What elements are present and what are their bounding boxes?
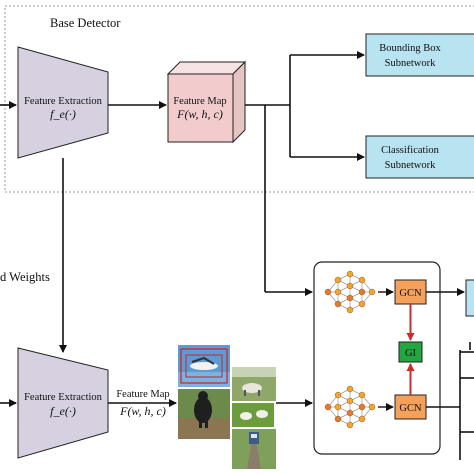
feature-extraction-top — [17, 46, 109, 159]
graph-network-top — [324, 270, 376, 314]
graph-node — [368, 403, 376, 411]
graph-node — [324, 403, 332, 411]
bbox-subnetwork-box — [365, 33, 474, 77]
graph-node — [346, 294, 354, 302]
bird-image — [178, 345, 230, 387]
shared-weights-label: d Weights — [0, 270, 50, 284]
feature-map-top-formula: F(w, h, c) — [176, 107, 223, 121]
classification-subnetwork-line2: Subnetwork — [385, 160, 436, 171]
graph-node — [334, 300, 342, 308]
sheep-image — [232, 403, 274, 427]
graph-node — [334, 415, 342, 423]
bbox-subnetwork-line2: Subnetwork — [385, 58, 436, 69]
feature-extraction-top-label: Feature Extraction — [24, 96, 103, 107]
graph-node — [358, 403, 366, 411]
feature-extraction-bottom-formula: f_e(·) — [50, 404, 76, 418]
graph-node — [358, 415, 366, 423]
graph-node — [334, 403, 342, 411]
feature-extraction-bottom-label: Feature Extraction — [24, 392, 103, 403]
graph-node — [334, 288, 342, 296]
graph-node — [334, 276, 342, 284]
graph-node — [358, 276, 366, 284]
gcn-box-top — [394, 279, 427, 305]
train-image — [232, 429, 276, 469]
gi-label: GI — [405, 348, 417, 359]
base-detector-title: Base Detector — [50, 16, 121, 30]
graph-node — [346, 385, 354, 393]
graph-node — [346, 306, 354, 314]
cube-top-face — [166, 61, 247, 75]
graph-network-bottom — [324, 385, 376, 429]
bbox-subnetwork-line1: Bounding Box — [379, 43, 441, 54]
output-box-cut — [465, 279, 474, 317]
graph-node — [358, 300, 366, 308]
graph-node — [346, 282, 354, 290]
feature-map-bottom-formula: F(w, h, c) — [119, 404, 166, 418]
gcn-top-label: GCN — [399, 288, 422, 299]
image-thumbnails — [178, 345, 276, 469]
cube-side-face — [232, 60, 246, 144]
classification-subnetwork-box — [365, 135, 474, 179]
feature-map-bottom-label: Feature Map — [116, 389, 169, 400]
graph-node — [358, 391, 366, 399]
graph-node — [368, 288, 376, 296]
graph-node — [358, 288, 366, 296]
base-detector-region — [4, 5, 474, 193]
graph-node — [346, 409, 354, 417]
graph-node — [334, 391, 342, 399]
gi-box — [398, 341, 423, 363]
feature-extraction-bottom — [17, 347, 109, 459]
gcn-bottom-label: GCN — [399, 403, 422, 414]
feature-map-top-label: Feature Map — [173, 96, 226, 107]
cube-front-face — [167, 73, 234, 143]
feature-map-cube — [166, 60, 247, 144]
dog-image — [178, 389, 230, 439]
graph-node — [346, 270, 354, 278]
graph-node — [324, 288, 332, 296]
graph-node — [346, 421, 354, 429]
cow-image — [232, 367, 276, 401]
graph-node — [346, 397, 354, 405]
feature-extraction-top-formula: f_e(·) — [50, 107, 76, 121]
classification-subnetwork-line1: Classification — [381, 145, 439, 156]
